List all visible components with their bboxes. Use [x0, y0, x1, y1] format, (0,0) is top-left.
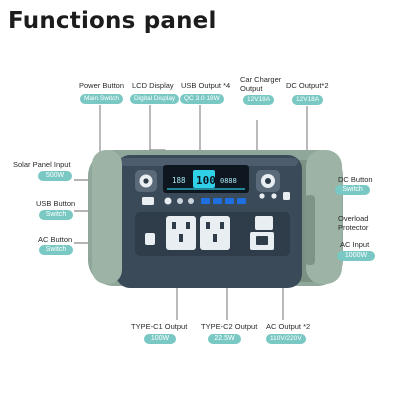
- solar-port: [142, 197, 154, 205]
- type-c1-port: [177, 198, 183, 204]
- lcd-right-readout: 0888: [220, 177, 237, 185]
- dc-button-badge: Switch: [335, 185, 370, 195]
- ac-button: [145, 233, 155, 245]
- dc-ports: [259, 192, 290, 200]
- type-c2-label: TYPE-C2 Output: [201, 322, 258, 331]
- type-c2-badge: 22.5W: [208, 334, 241, 344]
- lcd-display-label: LCD Display: [132, 81, 174, 90]
- usb-port-2: [213, 198, 222, 204]
- ac-input-label: AC Input: [340, 240, 370, 249]
- type-c1-label: TYPE-C1 Output: [131, 322, 188, 331]
- power-button-label: Power Button: [79, 81, 125, 90]
- car-charger-badge: 12V18A: [243, 95, 275, 105]
- page-title: Functions panel: [8, 8, 217, 34]
- overload-protector: [255, 216, 273, 230]
- type-c2-port: [188, 198, 194, 204]
- ac-outlet-2: [200, 216, 230, 250]
- usb-port-4: [237, 198, 246, 204]
- usb-button: [164, 197, 172, 205]
- ac-button-label: AC Button: [38, 235, 73, 244]
- lcd-display-badge: Digital Display: [130, 94, 180, 104]
- ac-outlet-1: [166, 216, 196, 250]
- overload-label-line1: Overload: [338, 214, 369, 223]
- dc-button: [283, 192, 290, 200]
- lcd-left-readout: 188: [172, 176, 186, 185]
- solar-input-badge: 500W: [38, 171, 72, 181]
- ac-input-badge: 1000W: [337, 251, 375, 261]
- ac-output-label: AC Output *2: [266, 322, 311, 331]
- usb-port-row: [142, 197, 246, 205]
- ac-area: [135, 212, 290, 256]
- usb-port-3: [225, 198, 234, 204]
- ac-button-badge: Switch: [39, 245, 73, 255]
- dc-button-label: DC Button: [338, 175, 373, 184]
- dc-output-badge: 12V18A: [292, 95, 324, 105]
- overload-label-line2: Protector: [338, 223, 369, 232]
- type-c1-badge: 100W: [144, 334, 176, 344]
- usb-output-label: USB Output *4: [181, 81, 231, 90]
- power-button: [135, 170, 157, 192]
- car-charger-label: Car Charger Output: [240, 75, 282, 93]
- lcd-center-readout: 100: [196, 174, 216, 187]
- usb-output-badge: QC 3.0 18W: [180, 94, 224, 104]
- power-button-badge: Main Switch: [80, 94, 124, 104]
- usb-button-badge: Switch: [39, 210, 73, 220]
- solar-input-label: Solar Panel Input: [13, 160, 71, 169]
- dc-output-label: DC Output*2: [286, 81, 329, 90]
- ac-output-badge: 110V/220V: [266, 334, 306, 344]
- lcd-display: 188 100 0888: [163, 165, 249, 193]
- car-charger-socket: [256, 170, 280, 192]
- usb-port-1: [201, 198, 210, 204]
- usb-button-label: USB Button: [36, 199, 76, 208]
- left-handle: [92, 150, 122, 284]
